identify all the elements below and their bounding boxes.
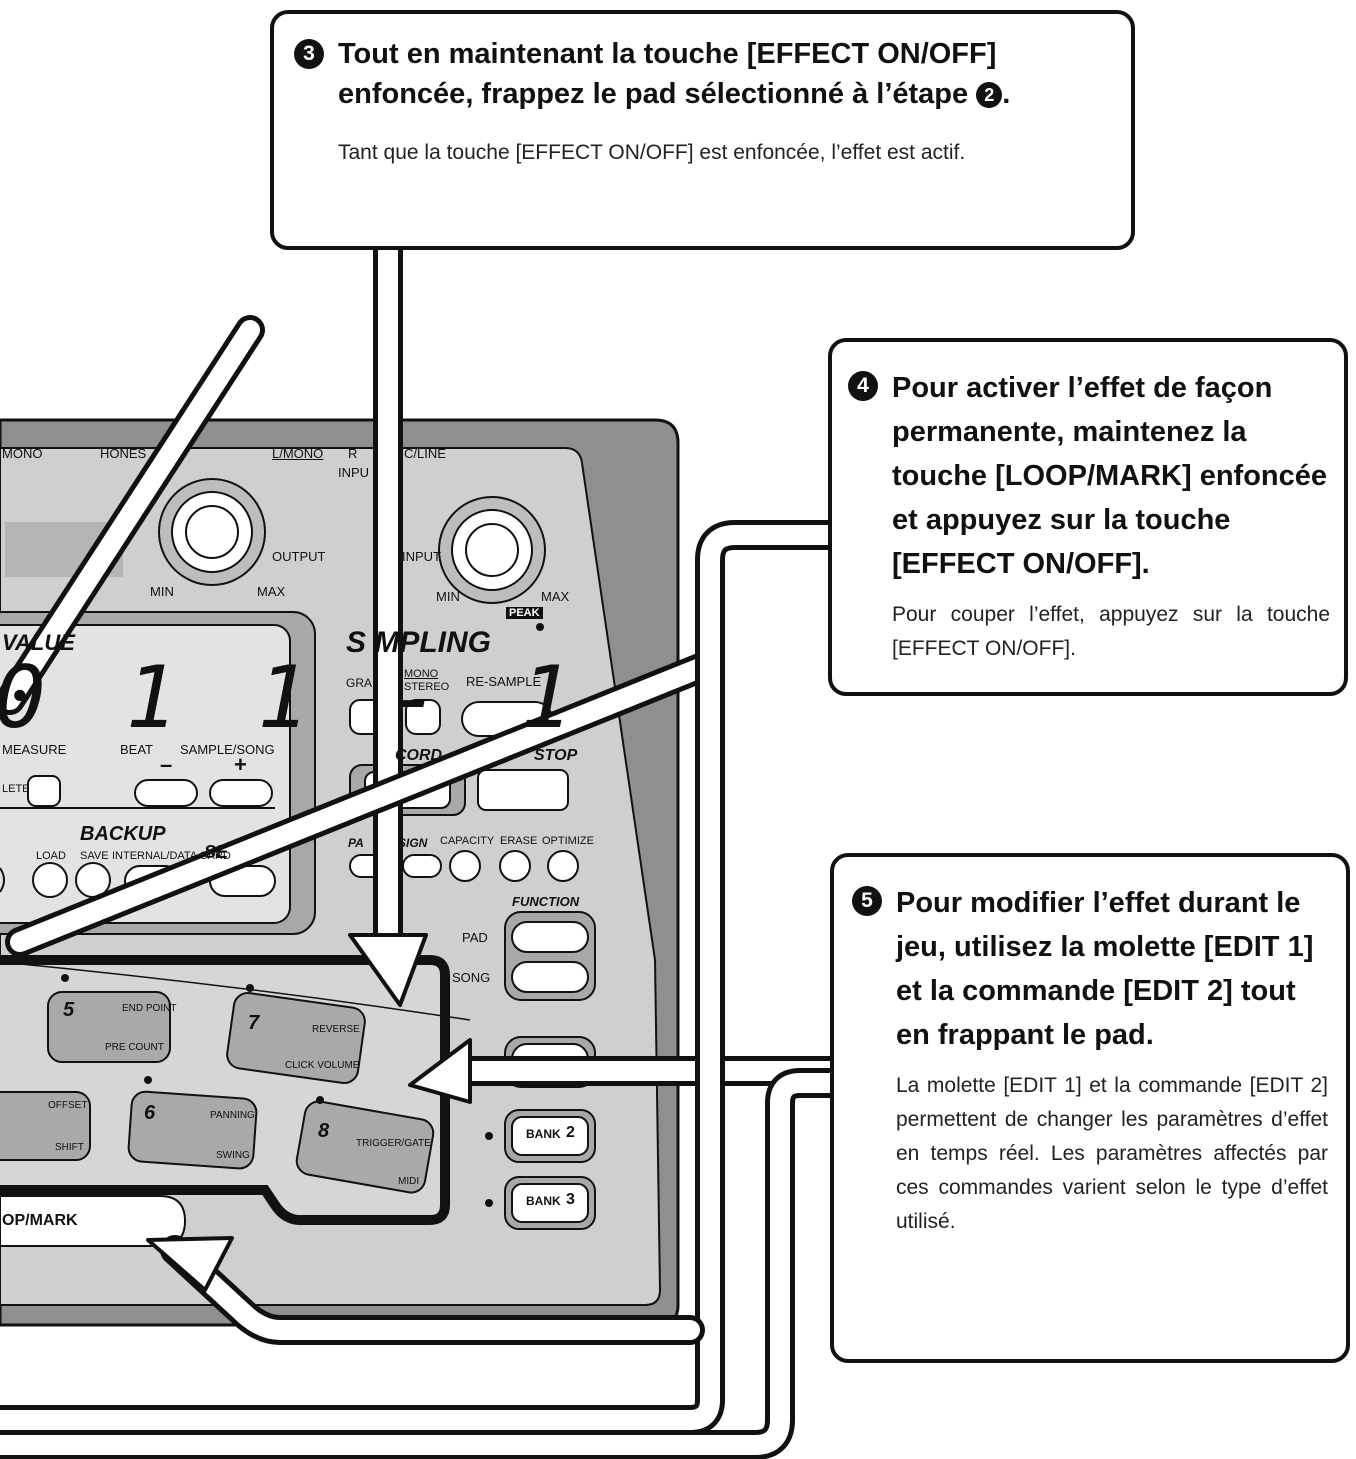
bank-2-label: BANK	[526, 1127, 561, 1141]
step-4-body: Pour couper l’effet, appuyez sur la touc…	[892, 603, 1330, 660]
pad-7-number: 7	[248, 1012, 260, 1034]
pad-assign-label-end: SIGN	[398, 836, 428, 850]
backup-set-label: SE	[204, 842, 229, 862]
step-5-body: La molette [EDIT 1] et la commande [EDIT…	[896, 1074, 1328, 1233]
erase-label: ERASE	[500, 835, 538, 847]
pad-8-top-label: TRIGGER/GATE	[356, 1138, 431, 1149]
peak-indicator-label: PEAK	[506, 607, 543, 619]
function-song-label: SONG	[452, 970, 491, 985]
loop-mark-label: OP/MARK	[2, 1212, 78, 1229]
pad-6-top-label: PANNING	[210, 1110, 255, 1121]
jack-mono-label: MONO	[2, 446, 43, 461]
step-4-title: Pour activer l’effet de façon permanente…	[892, 372, 1328, 580]
output-knob-label: OUTPUT	[272, 549, 326, 564]
pad-6-bottom-label: SWING	[216, 1150, 250, 1161]
jack-phones-label: HONES	[100, 446, 147, 461]
input-knob-min: MIN	[436, 589, 460, 604]
step-4-number-icon: 4	[848, 371, 878, 401]
mono-label: MONO	[404, 668, 439, 680]
callout-step-4: 4 Pour activer l’effet de façon permanen…	[828, 338, 1348, 696]
backup-label: BACKUP	[80, 823, 166, 845]
jack-input-label: INPU	[338, 465, 370, 480]
pad-5-bottom-label: PRE COUNT	[105, 1042, 164, 1053]
step-5-number-icon: 5	[852, 886, 882, 916]
backup-internal-label: INTERNAL/DATA CARD	[112, 850, 231, 862]
callout-step-5: 5 Pour modifier l’effet durant le jeu, u…	[830, 853, 1350, 1363]
function-label: FUNCTION	[512, 894, 580, 909]
delete-button-label: LETE	[2, 783, 30, 795]
stereo-label: STEREO	[404, 681, 450, 693]
minus-button-label: –	[160, 752, 173, 777]
pad-assign-label-start: PA	[348, 836, 364, 850]
capacity-label: CAPACITY	[440, 835, 495, 847]
pad-offset-label: OFFSET	[48, 1100, 88, 1111]
output-knob-max: MAX	[257, 584, 286, 599]
sampling-label: S MPLING	[346, 626, 492, 659]
display-sample-song-label: SAMPLE/SONG	[180, 742, 275, 757]
pad-7-bottom-label: CLICK VOLUME	[285, 1060, 360, 1071]
backup-save-label: SAVE	[80, 850, 109, 862]
display-measure-label: MEASURE	[2, 742, 67, 757]
step-3-title-end: .	[1002, 78, 1011, 110]
pad-8-bottom-label: MIDI	[398, 1176, 420, 1187]
sampling-gra-label: GRA	[346, 676, 373, 690]
pad-6-number: 6	[144, 1102, 156, 1124]
display-readout: 0 1 1 - 1	[0, 648, 586, 748]
step-3-title: Tout en maintenant la touche [EFFECT ON/…	[338, 34, 1103, 114]
record-label: CORD	[395, 747, 443, 764]
plus-button-label: +	[234, 752, 247, 777]
step-2-reference-icon: 2	[976, 82, 1003, 108]
optimize-label: OPTIMIZE	[542, 835, 594, 847]
jack-l-mono-label: L/MONO	[272, 446, 324, 461]
bank-3-number: 3	[566, 1191, 575, 1208]
step-3-number-icon: 3	[294, 39, 324, 69]
display-beat-label: BEAT	[120, 742, 153, 757]
callout-step-3: 3 Tout en maintenant la touche [EFFECT O…	[270, 10, 1135, 250]
resample-label: RE-SAMPLE	[466, 674, 542, 689]
jack-mic-line-label: C/LINE	[404, 446, 446, 461]
output-knob-min: MIN	[150, 584, 174, 599]
function-pad-label: PAD	[462, 930, 488, 945]
jack-r-label: R	[348, 446, 358, 461]
input-knob-max: MAX	[541, 589, 570, 604]
pad-8-number: 8	[318, 1120, 330, 1142]
step-3-title-text: Tout en maintenant la touche [EFFECT ON/…	[338, 38, 997, 110]
backup-load-label: LOAD	[36, 850, 66, 862]
pad-5-top-label: END POINT	[122, 1003, 177, 1014]
pad-shift-label: SHIFT	[55, 1142, 84, 1153]
stop-label: STOP	[534, 747, 578, 764]
display-value-label: VALUE	[2, 630, 75, 655]
bank-3-label: BANK	[526, 1194, 561, 1208]
input-knob-label: INPUT	[402, 549, 441, 564]
pad-7-top-label: REVERSE	[312, 1024, 360, 1035]
pad-5-number: 5	[63, 999, 75, 1021]
step-5-title: Pour modifier l’effet durant le jeu, uti…	[896, 887, 1314, 1051]
bank-2-number: 2	[566, 1124, 575, 1141]
step-3-body: Tant que la touche [EFFECT ON/OFF] est e…	[338, 141, 966, 164]
